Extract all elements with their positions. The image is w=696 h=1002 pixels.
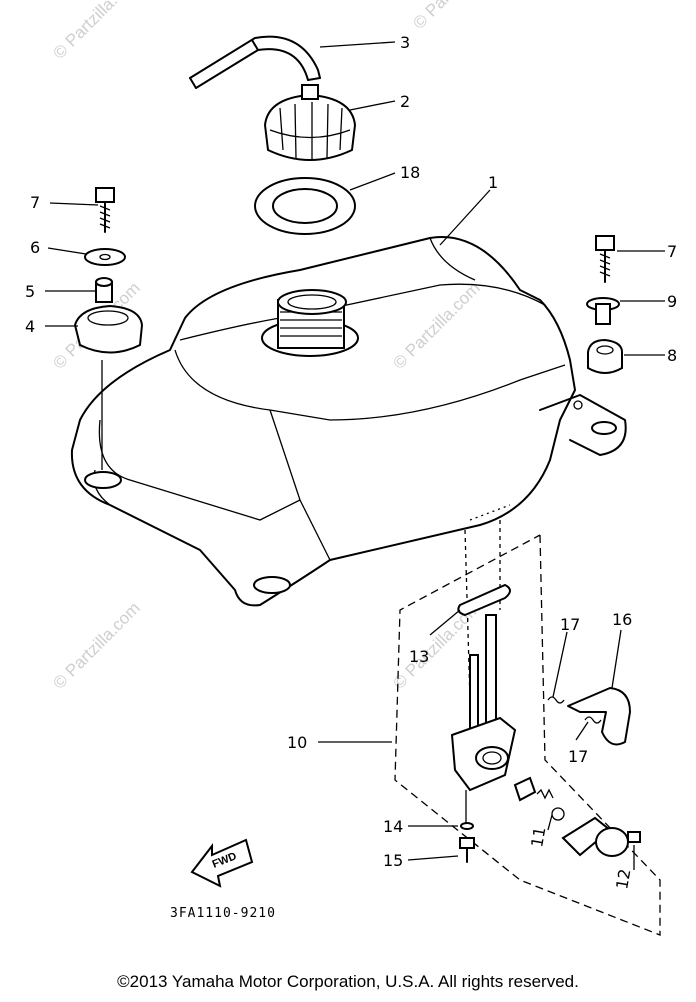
copyright-notice: ©2013 Yamaha Motor Corporation, U.S.A. A… (117, 972, 579, 991)
callout-16: 16 (612, 610, 632, 629)
callout-13: 13 (409, 647, 429, 666)
callout-1: 1 (488, 173, 498, 192)
callout-12: 12 (612, 867, 634, 890)
callout-17-bottom: 17 (568, 747, 588, 766)
callout-9: 9 (667, 292, 677, 311)
watermark: © Partzilla.com (49, 0, 143, 63)
part-code: 3FA1110-9210 (170, 906, 276, 921)
callout-8: 8 (667, 346, 677, 365)
fuel-cock-assembly (394, 504, 661, 936)
callout-15: 15 (383, 851, 403, 870)
fuel-tank (70, 236, 627, 607)
callout-11: 11 (527, 825, 549, 848)
callout-14: 14 (383, 817, 403, 836)
callout-5: 5 (25, 282, 35, 301)
callout-2: 2 (400, 92, 410, 111)
callout-6: 6 (30, 238, 40, 257)
filler-cap (263, 84, 357, 161)
right-mount-hardware (586, 235, 623, 374)
callout-4: 4 (25, 317, 35, 336)
callout-17-top: 17 (560, 615, 580, 634)
watermark: © Partzilla.com (49, 598, 143, 692)
cap-gasket (254, 177, 356, 235)
watermark: © Partzilla.com (409, 0, 503, 33)
callout-7-right: 7 (667, 242, 677, 261)
breather-hose (189, 35, 321, 89)
left-mount-hardware (73, 187, 144, 470)
callout-labels: 1 2 3 4 5 6 7 7 8 9 10 11 12 13 14 15 16… (25, 33, 677, 891)
callout-18: 18 (400, 163, 420, 182)
callout-3: 3 (400, 33, 410, 52)
leader-lines (45, 41, 665, 870)
callout-10: 10 (287, 733, 307, 752)
forward-direction-arrow: FWD (190, 838, 254, 888)
callout-7-left: 7 (30, 193, 40, 212)
